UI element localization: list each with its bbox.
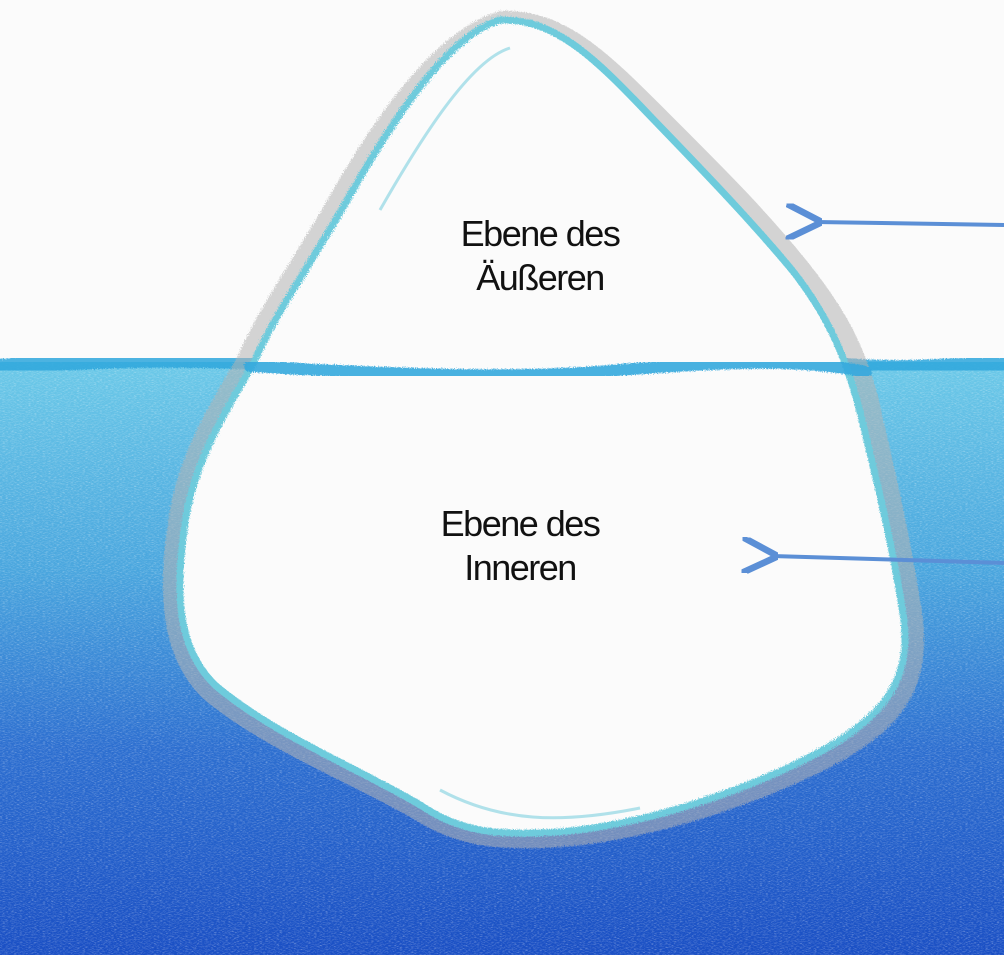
- label-outer-line2: Äußeren: [430, 256, 650, 300]
- label-inner-level: Ebene des Inneren: [400, 502, 640, 590]
- arrow-left-icon: [816, 222, 1004, 225]
- label-inner-line2: Inneren: [400, 546, 640, 590]
- iceberg: [180, 20, 905, 833]
- label-inner-line1: Ebene des: [400, 502, 640, 546]
- label-outer-line1: Ebene des: [430, 212, 650, 256]
- label-outer-level: Ebene des Äußeren: [430, 212, 650, 300]
